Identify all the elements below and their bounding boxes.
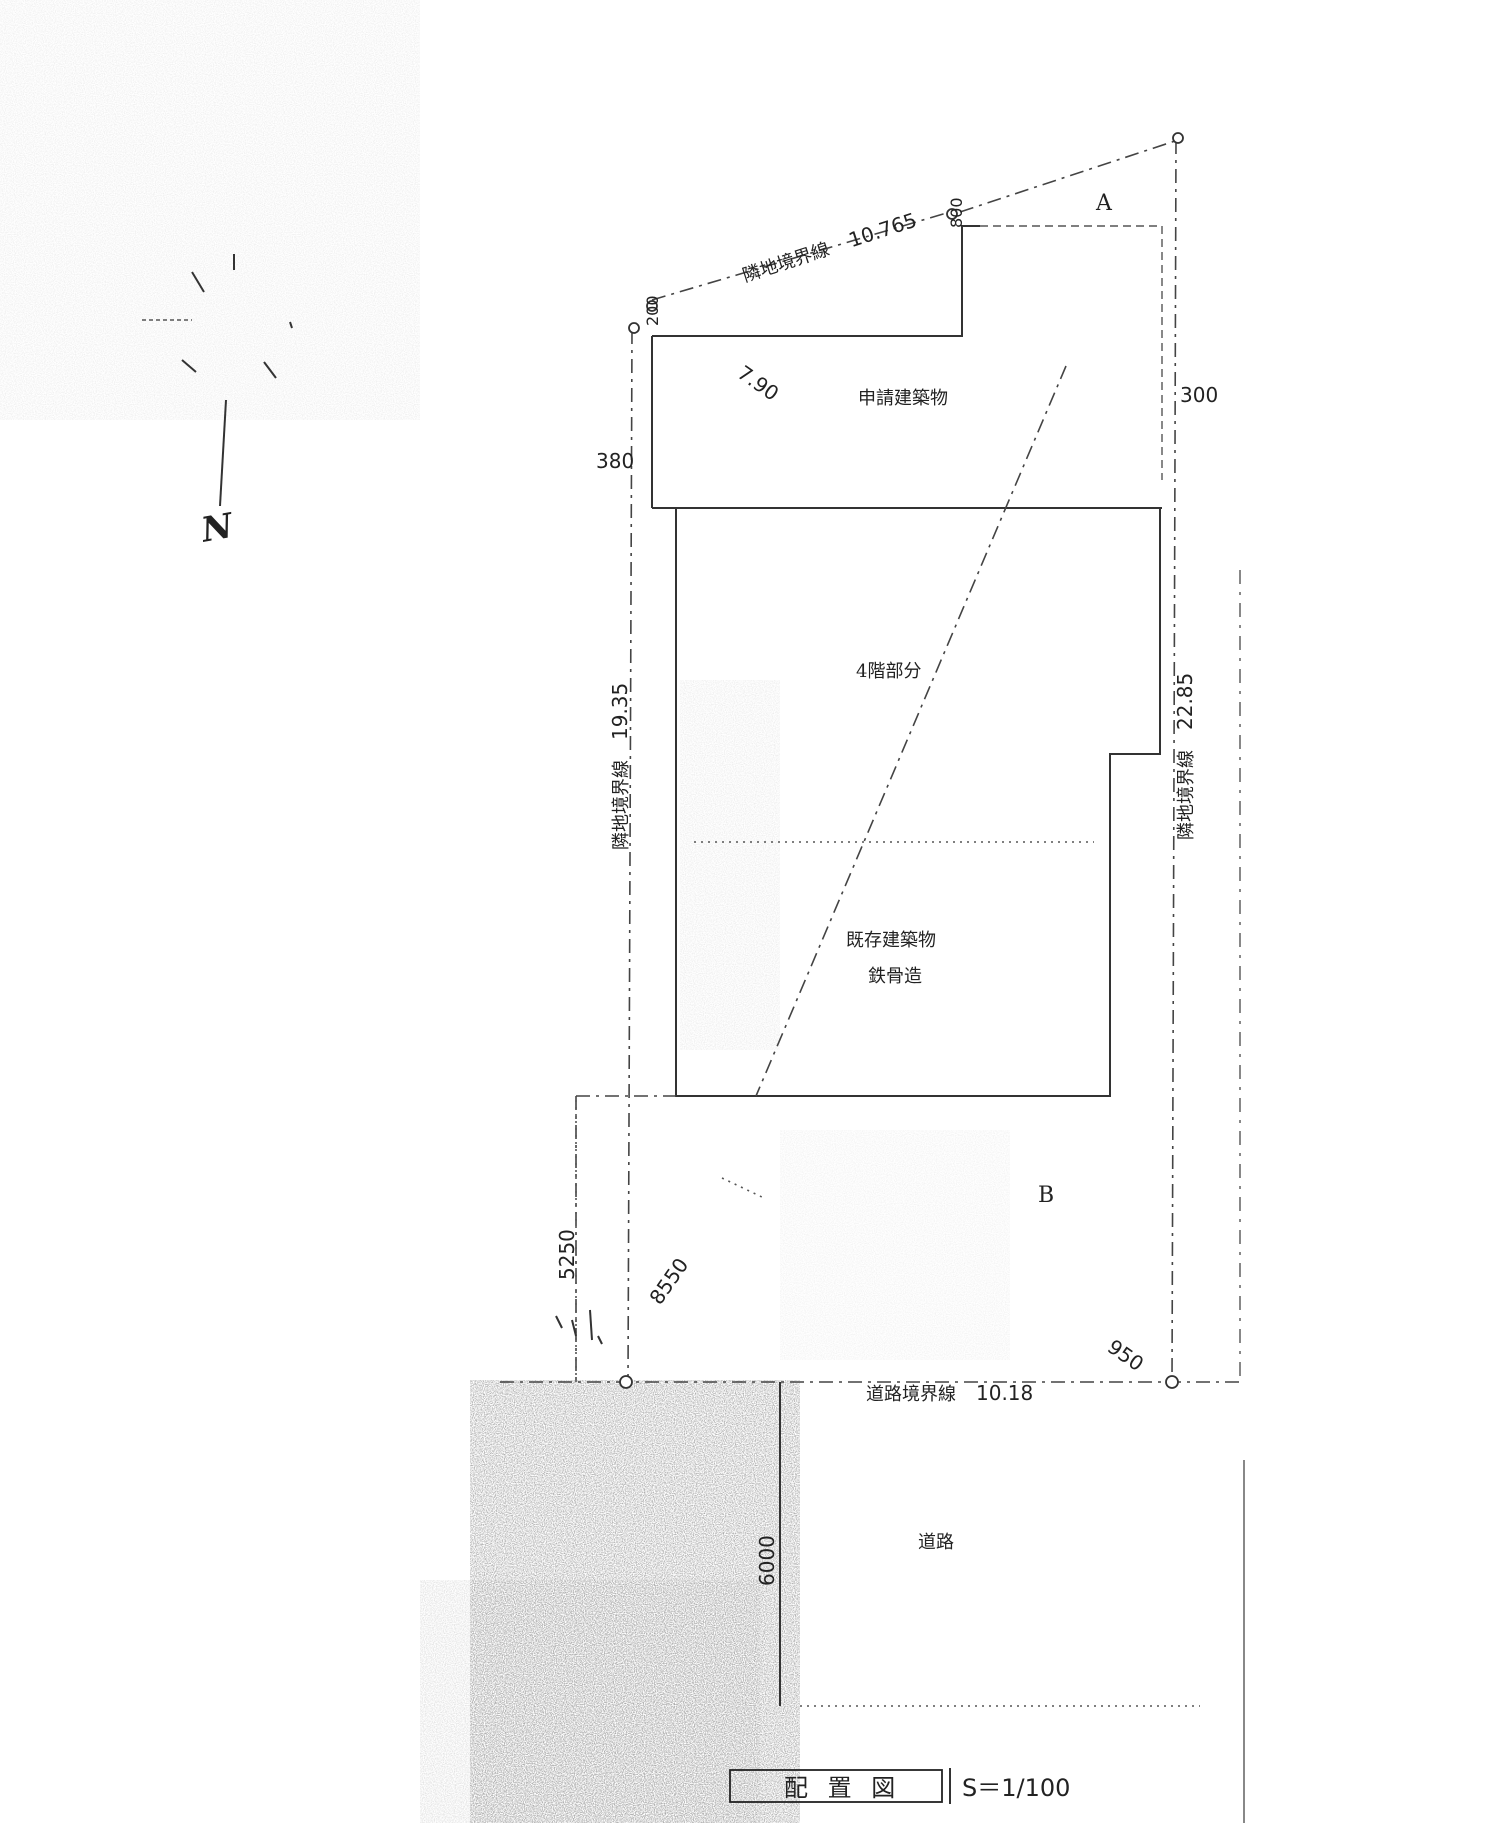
- left-boundary: [627, 329, 633, 1383]
- dimension-790: 7.90: [733, 360, 783, 405]
- scan-shading: [0, 0, 1010, 1823]
- dimension-5250: 5250: [555, 1229, 579, 1280]
- boundary-marker: [1172, 132, 1184, 144]
- dimension-300: 300: [1180, 383, 1218, 407]
- site-boundary: [500, 132, 1240, 1389]
- top-boundary-label: 隣地境界線: [740, 239, 832, 287]
- road-boundary-text: 道路境界線 10.18: [866, 1381, 1033, 1405]
- dimension-800: 800: [947, 197, 966, 228]
- right-boundary: [1171, 139, 1177, 1383]
- top-boundary-left: [651, 211, 951, 301]
- structure-label: 鉄骨造: [868, 966, 922, 987]
- drawing-title: 配 置 図: [784, 1774, 901, 1802]
- north-label: N: [198, 506, 238, 551]
- dimension-6000: 6000: [755, 1535, 779, 1586]
- dimension-380: 380: [596, 449, 634, 473]
- boundary-marker: [646, 300, 658, 312]
- left-boundary-text: 隣地境界線 19.35: [608, 683, 632, 850]
- top-boundary-right: [959, 139, 1179, 213]
- line-a-b: [721, 365, 1067, 1199]
- left-boundary-label: 隣地境界線: [611, 760, 632, 850]
- floor-portion-label: 4階部分: [856, 661, 921, 682]
- new-building-label: 申請建築物: [858, 388, 948, 409]
- existing-building-outline: [675, 508, 1161, 1097]
- dimension-ticks: [555, 1309, 603, 1345]
- right-boundary-length: 22.85: [1173, 673, 1197, 730]
- boundary-marker: [1165, 1375, 1179, 1389]
- dimension-200: 200: [643, 295, 662, 326]
- boundary-marker: [628, 322, 640, 334]
- right-boundary-text: 隣地境界線 22.85: [1173, 673, 1197, 840]
- dimension-950: 950: [1103, 1334, 1148, 1376]
- boundary-marker: [946, 208, 958, 220]
- drawing-scale: S＝1/100: [962, 1774, 1070, 1802]
- point-b-label: B: [1038, 1183, 1054, 1208]
- road-area: [779, 1382, 1200, 1707]
- dimension-8550: 8550: [644, 1253, 693, 1308]
- new-building-outline: [651, 225, 1163, 509]
- boundary-marker: [619, 1375, 633, 1389]
- road-boundary-label: 道路境界線: [866, 1384, 956, 1405]
- right-boundary-label: 隣地境界線: [1176, 750, 1197, 840]
- road-label: 道路: [918, 1532, 954, 1553]
- point-a-label: A: [1095, 191, 1113, 216]
- top-boundary-length: 10.765: [846, 208, 920, 252]
- road-boundary-length: 10.18: [976, 1381, 1033, 1405]
- title-block: 配 置 図 S＝1/100: [729, 1768, 1070, 1804]
- left-boundary-length: 19.35: [608, 683, 632, 740]
- existing-building-label: 既存建築物: [846, 930, 936, 951]
